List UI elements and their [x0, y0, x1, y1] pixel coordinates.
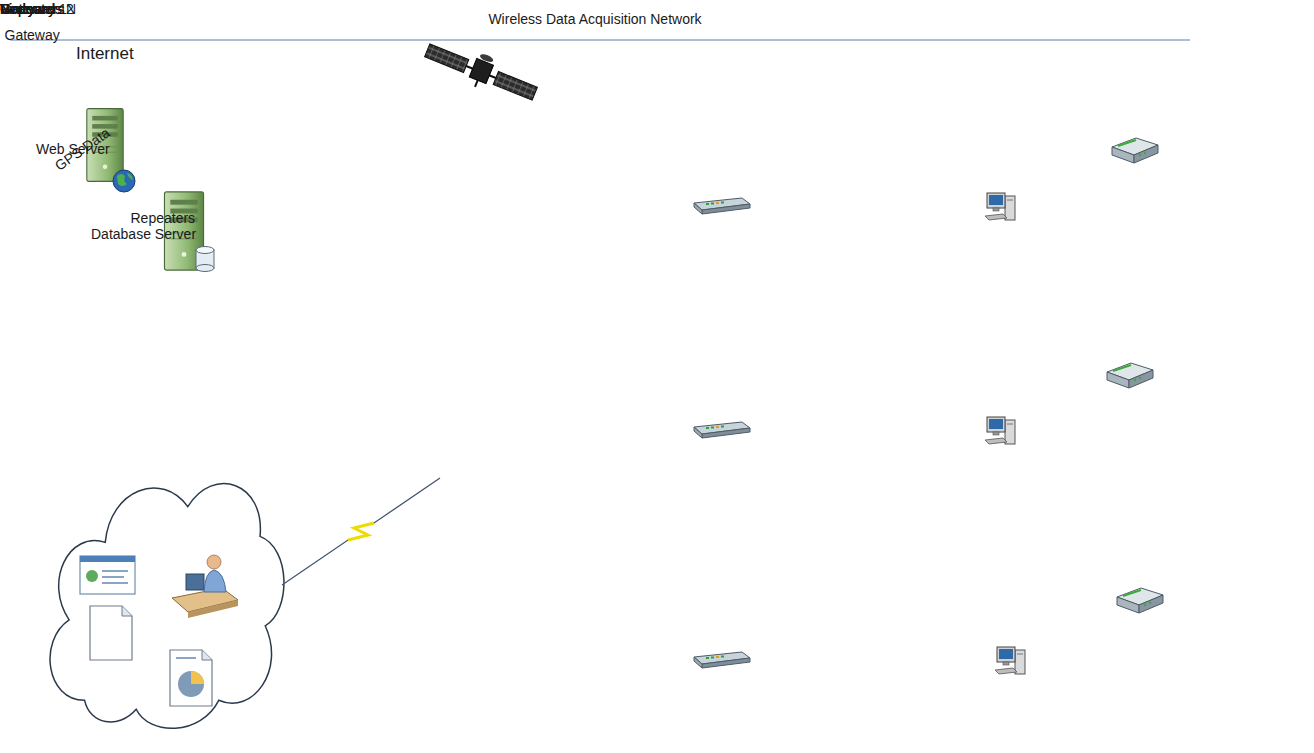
- device-label: Gateway: [5, 27, 60, 44]
- title-holder: Wireless Data Acquisition Network: [0, 10, 1190, 28]
- text-holder: Database Server: [91, 225, 196, 243]
- client-cloud: [50, 484, 284, 729]
- cloud-label: Internet: [76, 44, 134, 64]
- gateway-icon: [694, 422, 750, 438]
- repeater-icon: [1107, 363, 1153, 388]
- computer-icon: [985, 417, 1015, 444]
- repeater-icon: [1112, 138, 1158, 163]
- vineyard-label: Vineyard 1: [0, 1, 67, 18]
- dashboard-window-icon: [80, 556, 135, 594]
- diagram-title: Wireless Data Acquisition Network: [488, 11, 701, 28]
- satellite-icon: [421, 34, 541, 109]
- device-label: Repeaters: [131, 210, 196, 227]
- gateway-icon: [694, 652, 750, 668]
- database-server-icon: [164, 192, 203, 270]
- spreadsheet-document-icon: [90, 606, 132, 660]
- text-holder: Gateway: [5, 26, 60, 44]
- server-label: Database Server: [91, 226, 196, 243]
- client-link-lightning: [282, 478, 440, 585]
- text-holder: Vineyard 1: [0, 0, 67, 18]
- web-server-icon: [87, 109, 123, 182]
- text-holder: Repeaters: [131, 209, 196, 227]
- pie-chart-document-icon: [170, 650, 212, 706]
- database-cylinder-icon: [196, 247, 214, 272]
- title-rule: [10, 40, 1190, 41]
- user-at-desk-icon: [172, 555, 238, 618]
- repeater-icon: [1117, 588, 1163, 613]
- computer-icon: [985, 193, 1015, 220]
- gateway-icon: [694, 198, 750, 214]
- globe-icon: [113, 170, 135, 192]
- text-holder: Internet: [76, 44, 134, 64]
- computer-icon: [995, 647, 1025, 674]
